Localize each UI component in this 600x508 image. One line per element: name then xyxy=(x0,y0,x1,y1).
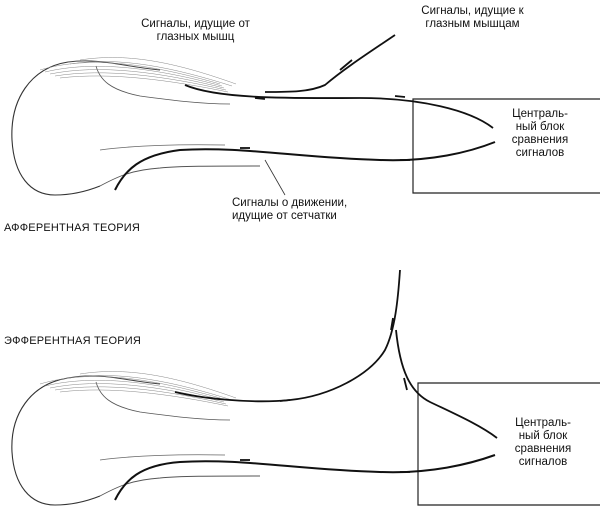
afferent-arrow-retina xyxy=(115,142,495,190)
afferent-retina-leader xyxy=(265,160,285,195)
afferent-label-signals-from-muscles: Сигналы, идущие от глазных мышц xyxy=(128,18,263,44)
efferent-eye-muscle xyxy=(40,371,236,406)
efferent-comparator-label: Централь- ный блок сравнения сигналов xyxy=(503,417,583,469)
afferent-arrow-to-muscles xyxy=(265,35,395,92)
efferent-theory-title: ЭФФЕРЕНТНАЯ ТЕОРИЯ xyxy=(4,335,224,348)
efferent-arrow-command-tick-2 xyxy=(280,400,290,401)
efferent-arrow-copy xyxy=(396,330,497,438)
efferent-eyeball-inner-contour xyxy=(96,382,230,420)
afferent-label-retina-signals: Сигналы о движении, идущие от сетчатки xyxy=(232,197,402,223)
afferent-theory-title: АФФЕРЕНТНАЯ ТЕОРИЯ xyxy=(4,222,224,235)
efferent-arrow-copy-tick xyxy=(404,378,407,390)
efferent-optic-upper xyxy=(100,455,225,460)
afferent-eyeball-inner-contour xyxy=(96,66,230,104)
afferent-comparator-label: Централь- ный блок сравнения сигналов xyxy=(500,108,580,160)
afferent-arrow-from-muscles xyxy=(185,85,493,128)
efferent-eyeball xyxy=(12,378,100,505)
afferent-eyeball xyxy=(12,62,100,195)
afferent-label-signals-to-muscles: Сигналы, идущие к глазным мышцам xyxy=(405,5,540,31)
afferent-arrow-from-muscles-tick-1 xyxy=(255,98,265,99)
afferent-eye-muscle xyxy=(40,57,236,92)
efferent-diagram xyxy=(12,270,600,505)
afferent-arrow-from-muscles-tick-2 xyxy=(395,96,405,97)
